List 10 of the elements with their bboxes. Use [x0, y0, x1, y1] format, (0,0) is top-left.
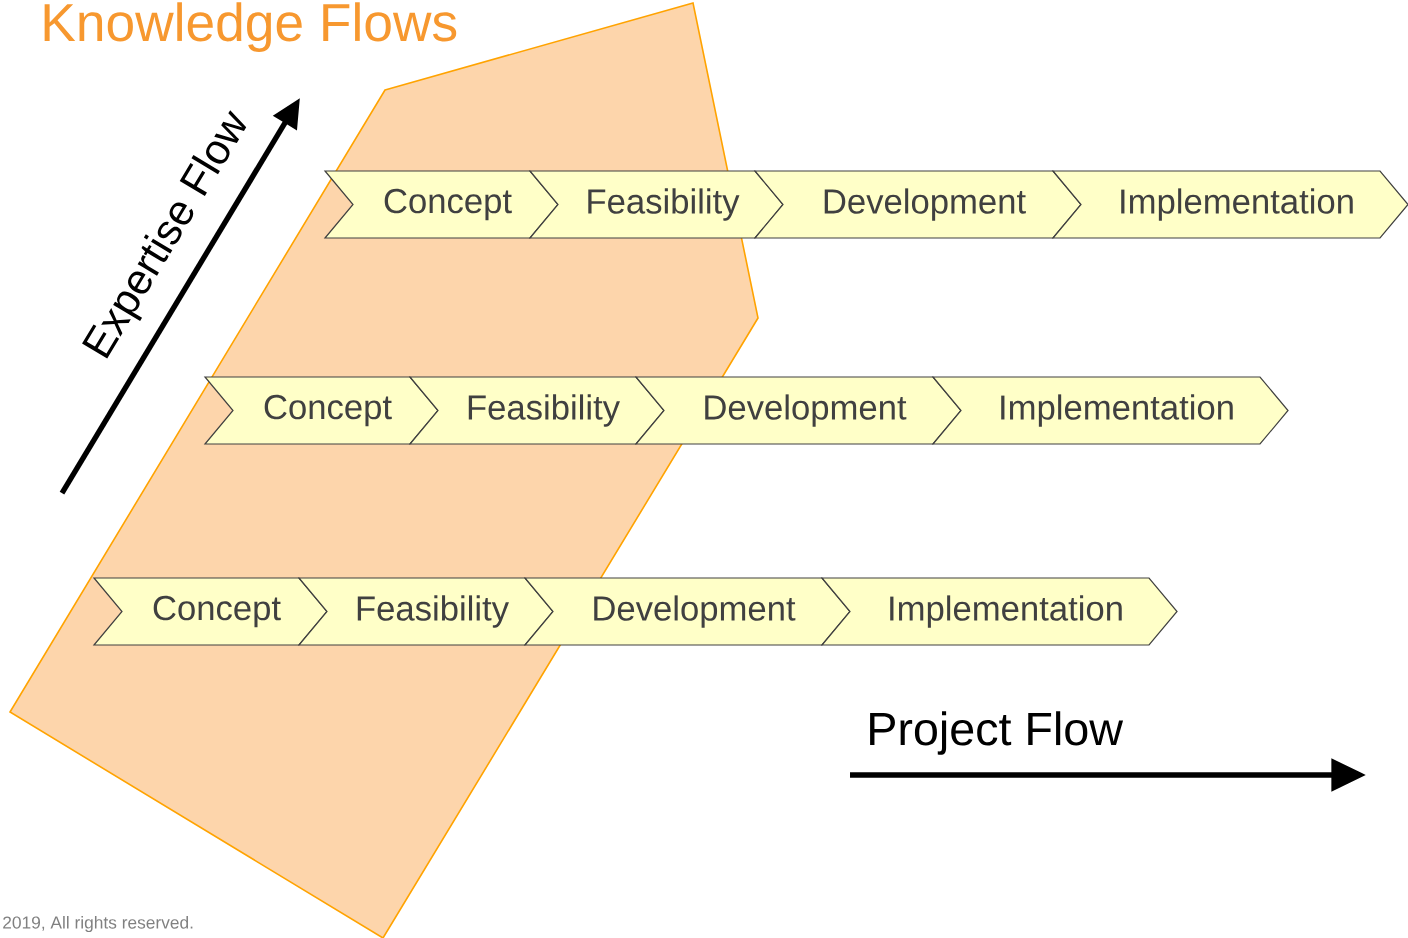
chevron-step: Implementation	[1051, 170, 1408, 239]
chevron-step: Implementation	[820, 577, 1178, 646]
chevron-step: Implementation	[931, 376, 1289, 445]
chevron-step: Development	[634, 376, 962, 445]
chevron-step: Development	[523, 577, 851, 646]
chevron-step: Development	[753, 170, 1082, 239]
title: Knowledge Flows	[44, 2, 457, 52]
arrow-label: Project Flow	[870, 711, 1124, 755]
node-label: Implementation	[1121, 188, 1353, 221]
copyright-note: 2019, All rights reserved.	[3, 915, 193, 933]
